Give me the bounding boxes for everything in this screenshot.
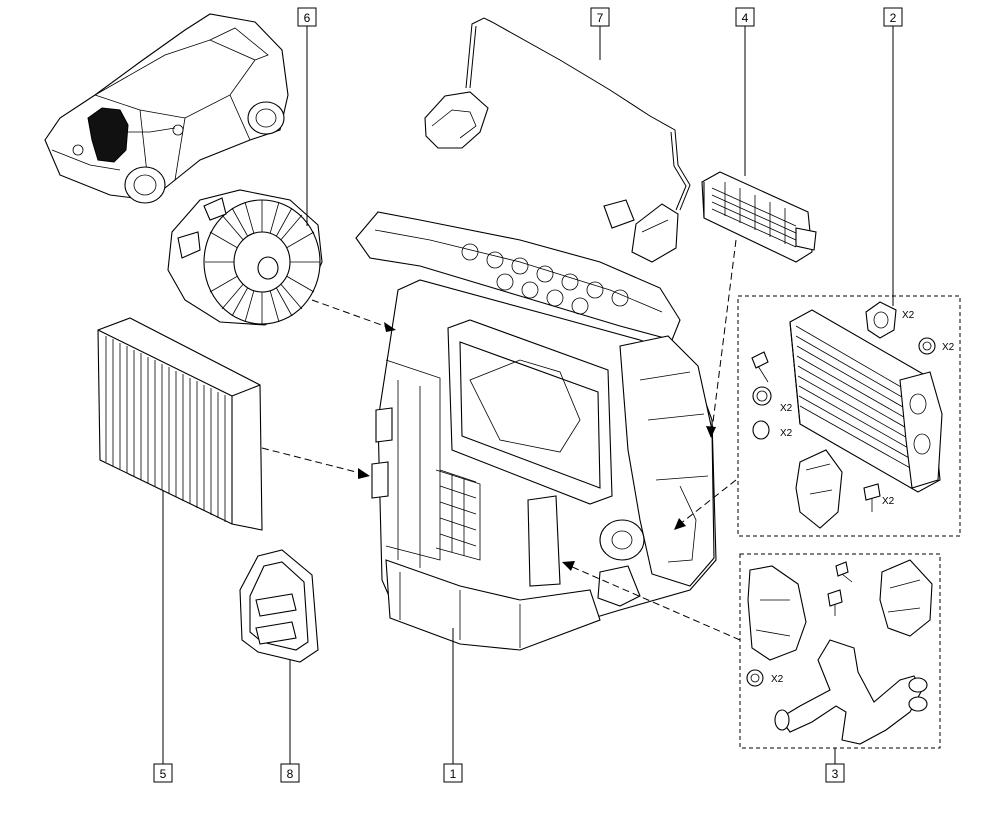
svg-text:3: 3 [832, 767, 839, 781]
o-ring-a-quantity: X2 [780, 403, 793, 414]
svg-text:7: 7 [597, 11, 604, 25]
callout-6: 6 [297, 7, 317, 27]
svg-text:5: 5 [160, 767, 167, 781]
cabin-filter-part-5 [97, 317, 263, 531]
callout-2: 2 [883, 7, 903, 27]
pipe-bracket-part-3 [879, 559, 933, 637]
arrow-head-element [706, 426, 716, 438]
svg-text:4: 4 [742, 11, 749, 25]
callout-5: 5 [153, 763, 173, 783]
arrow-head-filter [358, 468, 370, 479]
hvac-housing-part-1 [355, 211, 717, 651]
svg-text:1: 1 [450, 767, 457, 781]
o-ring-b [752, 420, 770, 440]
leader-lines [162, 26, 894, 764]
svg-text:8: 8 [287, 767, 294, 781]
group-box-part-3 [739, 553, 941, 749]
callout-7: 7 [590, 7, 610, 27]
wiring-harness-part-7 [424, 17, 691, 263]
pipe-seal-quantity: X2 [771, 674, 784, 685]
o-ring-a [752, 386, 772, 406]
callout-4: 4 [735, 7, 755, 27]
heater-pipes-part-3 [774, 639, 928, 745]
screw-icon-part-2-a [751, 351, 769, 383]
screw-icon-part-3-a [835, 561, 853, 583]
callout-3: 3 [825, 763, 845, 783]
arrow-head-radiator [674, 518, 686, 530]
pipe-clip [865, 301, 897, 339]
svg-text:2: 2 [890, 11, 897, 25]
arrow-head-pipes [562, 561, 575, 571]
callout-1: 1 [443, 763, 463, 783]
seal-ring-top [918, 337, 936, 355]
screw-quantity: X2 [882, 496, 895, 507]
pipe-cover-part-3 [747, 565, 807, 661]
blower-fan-part-6 [167, 189, 323, 326]
seal-top-quantity: X2 [942, 342, 955, 353]
screw-icon-part-3-b [827, 589, 843, 616]
heater-element-part-4 [701, 171, 817, 263]
assembly-arrows [261, 239, 741, 641]
vehicle-locator-illustration [44, 13, 289, 204]
grommet-part-8 [239, 549, 319, 663]
clip-quantity: X2 [902, 310, 915, 321]
hvac-location-highlight [87, 107, 129, 163]
arrow-head-fan [384, 322, 396, 332]
pipe-seal-ring [746, 669, 764, 687]
heater-radiator-part-2 [789, 309, 943, 493]
svg-text:6: 6 [304, 11, 311, 25]
screw-icon-part-2-b [863, 483, 881, 512]
o-ring-b-quantity: X2 [780, 428, 793, 439]
callout-8: 8 [280, 763, 300, 783]
bracket-part-2 [795, 449, 843, 529]
